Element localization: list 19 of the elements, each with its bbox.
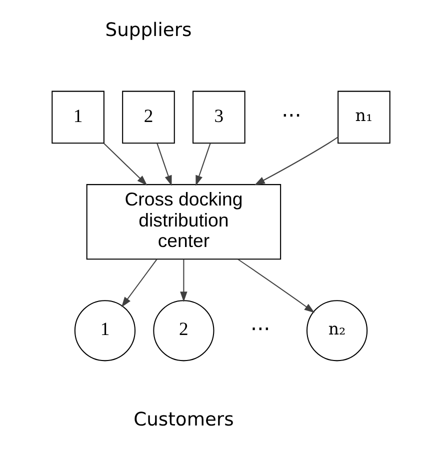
arrow xyxy=(156,143,172,186)
arrow xyxy=(103,142,147,186)
node-circle: 2 xyxy=(152,300,214,362)
arrow xyxy=(195,143,210,186)
label: ··· xyxy=(281,103,301,128)
arrow xyxy=(254,136,338,186)
node-box: n₁ xyxy=(337,90,390,144)
label: ··· xyxy=(250,316,270,341)
node-box: Cross docking distribution center xyxy=(86,184,281,260)
arrow xyxy=(120,259,157,308)
node-circle: 1 xyxy=(74,300,136,362)
arrow xyxy=(237,258,314,313)
label: Suppliers xyxy=(104,20,192,41)
node-box: 3 xyxy=(192,90,245,144)
arrow xyxy=(180,259,187,302)
node-box: 1 xyxy=(51,90,104,144)
node-box: 2 xyxy=(122,90,174,144)
label: Customers xyxy=(133,409,234,430)
node-circle: n₂ xyxy=(306,300,368,362)
